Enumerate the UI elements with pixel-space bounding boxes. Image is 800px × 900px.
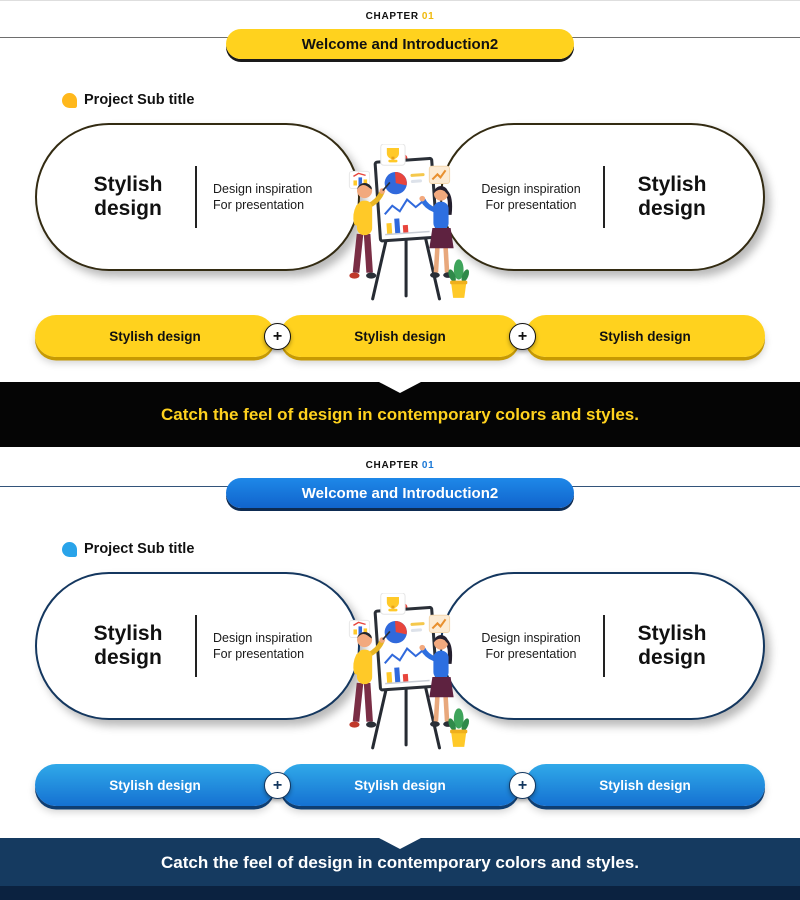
- stylish-pill-3: Stylish design: [525, 764, 765, 806]
- plus-icon: +: [264, 772, 291, 799]
- card-divider: [603, 166, 605, 228]
- presentation-illustration: [324, 593, 476, 760]
- card-heading: Stylish design: [637, 622, 707, 669]
- banner-notch-icon: [379, 382, 421, 393]
- card-divider: [195, 615, 197, 677]
- chapter-number: 01: [421, 460, 435, 471]
- card-description: Design inspiration For presentation: [213, 630, 313, 662]
- chapter-number: 01: [421, 11, 435, 22]
- plus-icon: +: [264, 323, 291, 350]
- banner: Catch the feel of design in contemporary…: [0, 838, 800, 900]
- stylish-pill-2: Stylish design: [280, 315, 520, 357]
- stylish-pill-1: Stylish design: [35, 764, 275, 806]
- card-description: Design inspiration For presentation: [213, 181, 313, 213]
- chapter-text: CHAPTER: [365, 460, 419, 471]
- slide-title: Welcome and Introduction2: [226, 29, 574, 59]
- banner-text: Catch the feel of design in contemporary…: [160, 852, 639, 872]
- subtitle: Project Sub title: [62, 541, 194, 557]
- stylish-pill-3: Stylish design: [525, 315, 765, 357]
- card-description: Design inspiration For presentation: [481, 630, 581, 662]
- card-heading: Stylish design: [93, 173, 163, 220]
- info-card-left: Stylish design Design inspiration For pr…: [35, 572, 360, 720]
- info-card-right: Design inspiration For presentation Styl…: [440, 572, 765, 720]
- chapter-text: CHAPTER: [365, 11, 419, 22]
- card-divider: [195, 166, 197, 228]
- pills-row: Stylish design Stylish design Stylish de…: [35, 764, 765, 806]
- banner-strip: [0, 886, 800, 900]
- plus-icon: +: [509, 772, 536, 799]
- banner-notch-icon: [379, 838, 421, 849]
- subtitle-blob-icon: [62, 541, 77, 557]
- card-description: Design inspiration For presentation: [481, 181, 581, 213]
- presentation-illustration: [324, 144, 476, 311]
- info-card-left: Stylish design Design inspiration For pr…: [35, 123, 360, 271]
- card-divider: [603, 615, 605, 677]
- subtitle-text: Project Sub title: [84, 92, 195, 108]
- stylish-pill-2: Stylish design: [280, 764, 520, 806]
- card-heading: Stylish design: [93, 622, 163, 669]
- subtitle: Project Sub title: [62, 92, 194, 108]
- plus-icon: +: [509, 323, 536, 350]
- stylish-pill-1: Stylish design: [35, 315, 275, 357]
- subtitle-text: Project Sub title: [84, 541, 195, 557]
- info-card-right: Design inspiration For presentation Styl…: [440, 123, 765, 271]
- subtitle-blob-icon: [62, 92, 77, 108]
- banner: Catch the feel of design in contemporary…: [0, 382, 800, 447]
- banner-text: Catch the feel of design in contemporary…: [160, 404, 639, 424]
- slide-title: Welcome and Introduction2: [226, 478, 574, 508]
- card-heading: Stylish design: [637, 173, 707, 220]
- pills-row: Stylish design Stylish design Stylish de…: [35, 315, 765, 357]
- banner-strip: [0, 433, 800, 447]
